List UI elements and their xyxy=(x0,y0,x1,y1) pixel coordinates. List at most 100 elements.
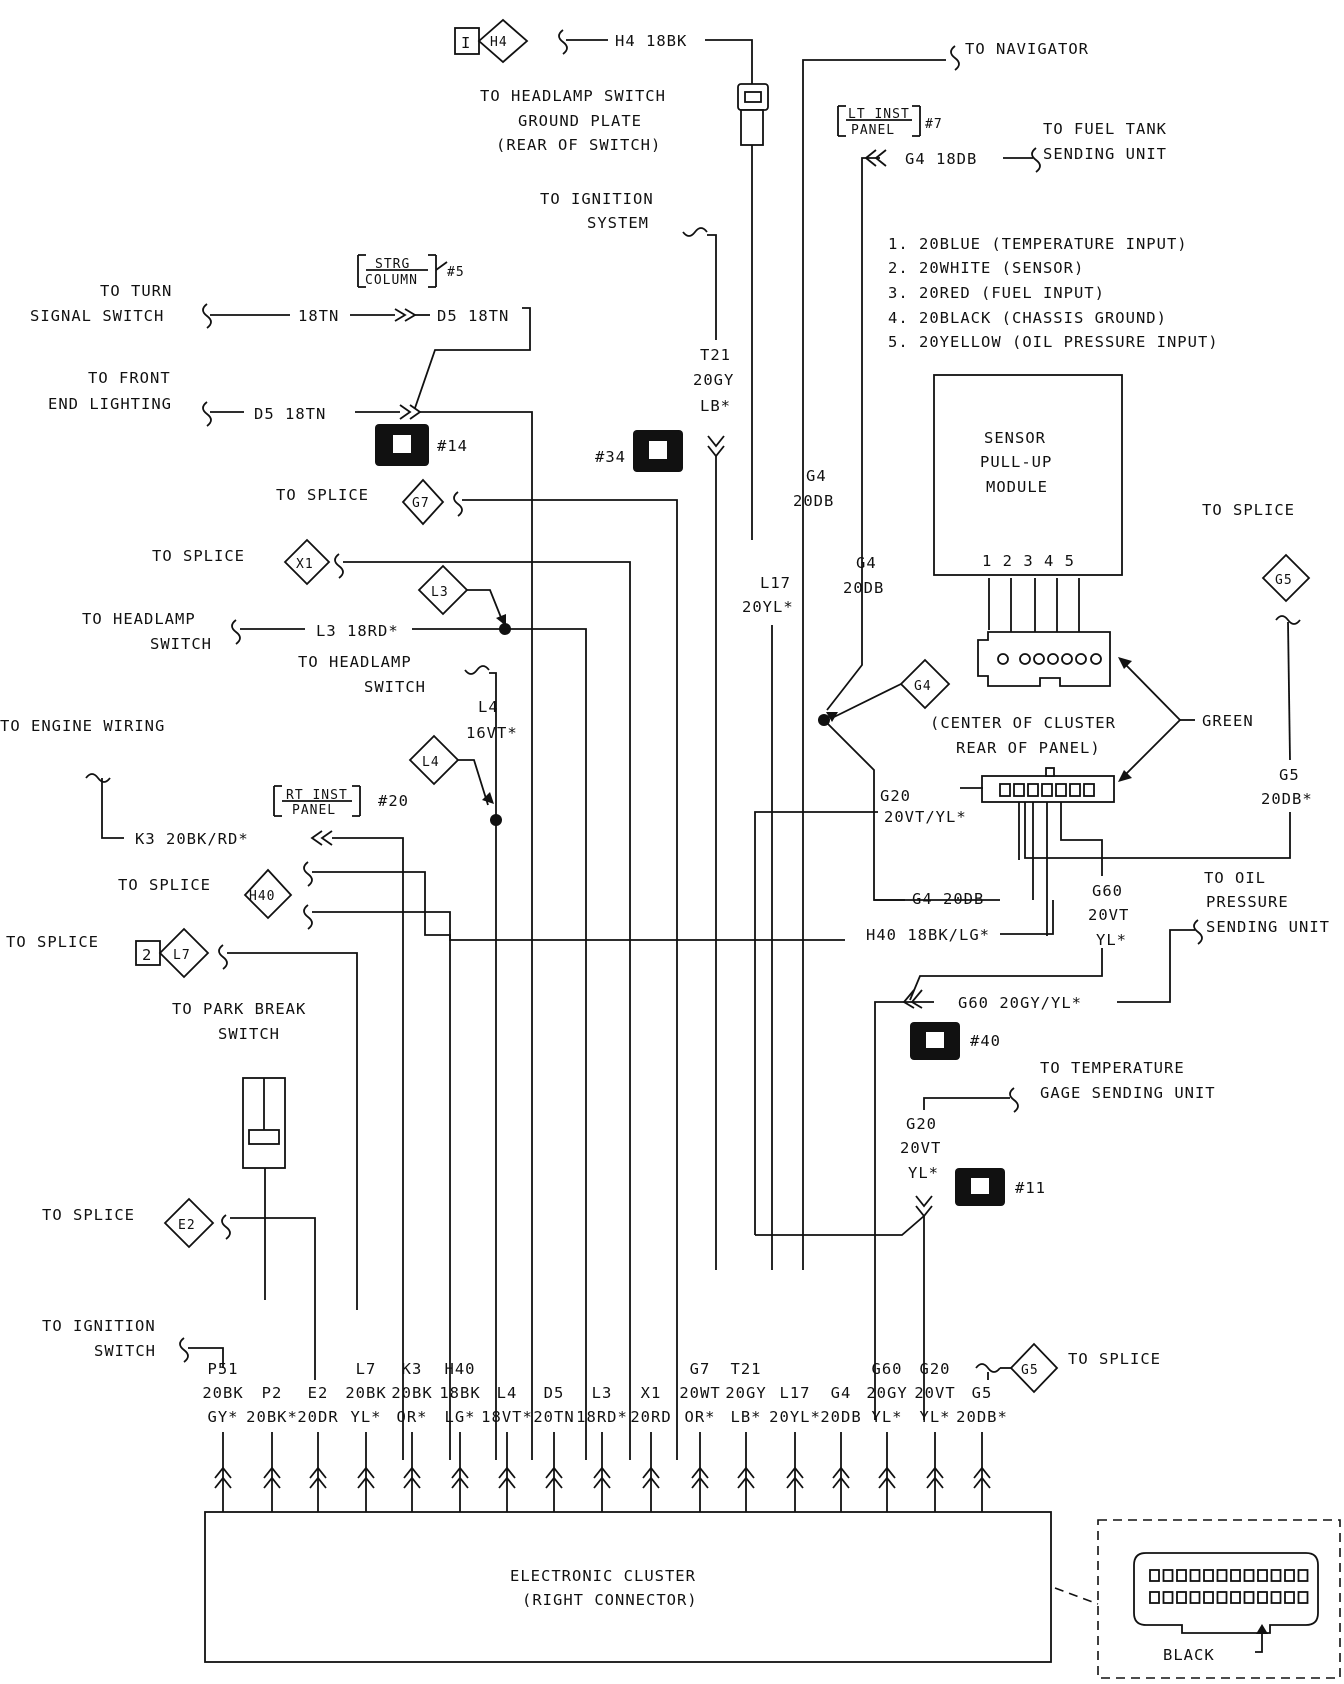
wire-label-pin-1-line-1: P51 xyxy=(208,1360,239,1378)
connector-pin-r1-c5 xyxy=(1203,1569,1214,1582)
center-wire-d xyxy=(1060,802,1103,876)
connector-pin-r2-c1 xyxy=(1149,1591,1160,1604)
temp-break xyxy=(1009,1087,1019,1113)
splice-g7-label: TO SPLICE xyxy=(276,486,369,504)
rt-inst-bracket-l xyxy=(273,785,282,817)
d5-front-arrow xyxy=(399,404,422,420)
connector-chevron-pin-7 xyxy=(498,1466,516,1489)
g7-break xyxy=(453,491,463,517)
h4-wire-label: H4 18BK xyxy=(615,32,687,50)
wire-label-pin-4-line-1: L7 xyxy=(356,1360,377,1378)
l17-label-b: 20YL* xyxy=(742,598,794,616)
rt-inst-label-1: RT INST xyxy=(286,788,348,803)
k3-connector-arrow xyxy=(310,830,333,846)
c14-label: #14 xyxy=(437,437,468,455)
g7-splice-diamond xyxy=(401,478,445,526)
h40-break-2 xyxy=(303,904,313,930)
connector-chevron-pin-8 xyxy=(545,1466,563,1489)
headlamp-label-2: SWITCH xyxy=(150,635,212,653)
wire-label-pin-19-line-1: G20 xyxy=(920,1360,951,1378)
d5-wire-top xyxy=(414,307,531,409)
wire-label-pin-4-line-3: YL* xyxy=(351,1408,382,1426)
connector-pin-r1-c6 xyxy=(1216,1569,1228,1582)
g4-connector-arrow xyxy=(865,149,887,167)
wire-label-pin-6-line-1: H40 xyxy=(445,1360,476,1378)
connector-pin-r2-c8 xyxy=(1243,1591,1255,1604)
wire-label-pin-8-line-2: 20TN xyxy=(533,1408,574,1426)
connector-pin-r2-c4 xyxy=(1189,1591,1201,1604)
k3-wire-label: K3 20BK/RD* xyxy=(135,830,249,848)
l17-label-a: L17 xyxy=(760,574,791,592)
e2-wire xyxy=(230,1217,316,1380)
headlamp-label-4: SWITCH xyxy=(364,678,426,696)
e2-splice-diamond xyxy=(163,1197,215,1249)
l7-tag: L7 xyxy=(173,948,191,963)
g20-label-a: G20 xyxy=(880,787,911,805)
module-label-2: PULL-UP xyxy=(980,453,1052,471)
center-pin-4 xyxy=(1041,783,1053,797)
wire-label-pin-17-line-1: G60 xyxy=(872,1360,903,1378)
g20-label-b: 20VT/YL* xyxy=(884,808,967,826)
oil-break xyxy=(1193,919,1203,945)
h40-wire-label: H40 18BK/LG* xyxy=(866,926,990,944)
wire-label-pin-1-line-3: GY* xyxy=(208,1408,239,1426)
ignition-break xyxy=(682,227,708,237)
wire-label-pin-14-line-2: 20GY xyxy=(725,1384,766,1402)
h40-wire-right xyxy=(1000,900,1054,935)
center-pin-2 xyxy=(1013,783,1025,797)
wire-label-pin-21-line-1: G5 xyxy=(972,1384,993,1402)
wire-label-pin-10-line-1: X1 xyxy=(641,1384,662,1402)
g4-pointer xyxy=(831,683,902,719)
g5b-break xyxy=(975,1363,1001,1373)
d5-connector-arrow xyxy=(394,308,417,322)
l4-tag: L4 xyxy=(422,755,440,770)
lt-inst-number: #7 xyxy=(925,117,943,132)
x1-break xyxy=(334,553,344,579)
green-pointer-up xyxy=(1124,663,1181,721)
pinout-3: 3. 20RED (FUEL INPUT) xyxy=(888,284,1105,302)
connector-chevron-pin-21 xyxy=(973,1466,991,1489)
g4-top-wire xyxy=(826,157,880,711)
front-label-1: TO FRONT xyxy=(88,369,171,387)
rt-inst-number: #20 xyxy=(378,792,409,810)
ground-plate-label-2: GROUND PLATE xyxy=(518,112,642,130)
wire-label-pin-7-line-1: L4 xyxy=(497,1384,518,1402)
connector-pin-r2-c6 xyxy=(1216,1591,1228,1604)
module-connector-pin-1 xyxy=(997,653,1009,665)
cluster-label-1: ELECTRONIC CLUSTER xyxy=(510,1567,696,1585)
oil-label-1: TO OIL xyxy=(1204,869,1266,887)
module-connector-pin-4 xyxy=(1047,653,1059,665)
g7-tag: G7 xyxy=(412,496,430,511)
front-label-2: END LIGHTING xyxy=(48,395,172,413)
park-label-1: TO PARK BREAK xyxy=(172,1000,306,1018)
connector-detail-frame xyxy=(1097,1519,1341,1679)
strg-label-1: STRG xyxy=(375,257,410,272)
l3-tag: L3 xyxy=(431,585,449,600)
h4-tag: H4 xyxy=(490,35,508,50)
ground-plate-label-3: (REAR OF SWITCH) xyxy=(496,136,661,154)
connector-pin-r1-c8 xyxy=(1243,1569,1255,1582)
module-connector-pin-7 xyxy=(1090,653,1102,665)
strg-bracket-l xyxy=(357,254,366,288)
connector-pin-r1-c11 xyxy=(1284,1569,1295,1582)
t21-label-b: 20GY xyxy=(693,371,734,389)
x1-wire xyxy=(343,561,631,1460)
g20v-label-a: G20 xyxy=(906,1115,937,1133)
connector-chevron-pin-6 xyxy=(451,1466,469,1489)
t21-label-a: T21 xyxy=(700,346,731,364)
pinout-1: 1. 20BLUE (TEMPERATURE INPUT) xyxy=(888,235,1188,253)
t21-label-c: LB* xyxy=(700,397,731,415)
front-break xyxy=(202,401,212,427)
g4v2-label-a: G4 xyxy=(856,554,877,572)
ground-plate-label-1: TO HEADLAMP SWITCH xyxy=(480,87,666,105)
c40-connector-window xyxy=(926,1032,944,1048)
module-connector-pin-6 xyxy=(1075,653,1087,665)
engine-label: TO ENGINE WIRING xyxy=(0,717,165,735)
wire-label-pin-13-line-1: G7 xyxy=(690,1360,711,1378)
connector-chevron-pin-1 xyxy=(214,1466,232,1489)
connector-chevron-pin-17 xyxy=(878,1466,896,1489)
fuel-label-1: TO FUEL TANK xyxy=(1043,120,1167,138)
electronic-cluster xyxy=(204,1511,1052,1663)
d5-label-b: D5 18TN xyxy=(254,405,326,423)
green-arrow-down xyxy=(1118,770,1132,782)
